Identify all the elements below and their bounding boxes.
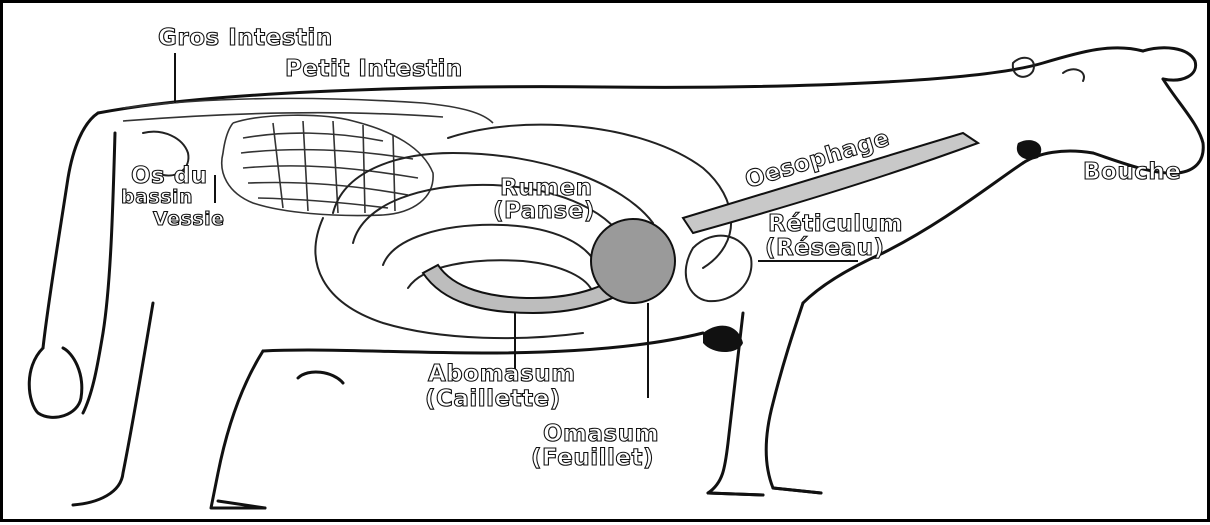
label-rumen-line2: (Panse) [493,198,595,224]
label-petit-intestin: Petit Intestin [285,56,463,82]
label-bouche: Bouche [1083,159,1181,185]
label-reticulum-line1: Réticulum [768,211,903,237]
cow-digestive-diagram: Gros Intestin Petit Intestin Os du bassi… [3,3,1210,525]
label-abomasum-line1: Abomasum [428,361,576,387]
label-abomasum-line2: (Caillette) [425,386,561,412]
label-omasum-line2: (Feuillet) [531,445,654,471]
omasum [591,219,675,303]
label-omasum-line1: Omasum [543,421,659,447]
label-reticulum-line2: (Réseau) [765,235,885,261]
label-gros-intestin: Gros Intestin [158,25,333,51]
label-vessie: Vessie [153,208,225,230]
label-os-du-bassin-line2: bassin [121,186,193,208]
reticulum [686,236,752,301]
